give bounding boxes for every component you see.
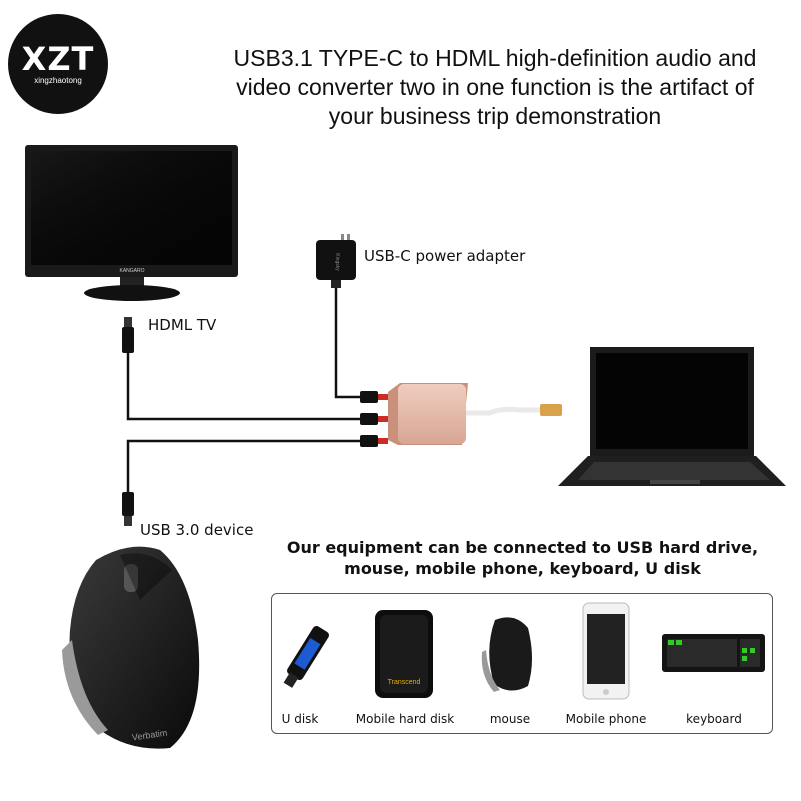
equipment-caption: Our equipment can be connected to USB ha… [270, 537, 775, 579]
logo-subtitle: xingzhaotong [34, 76, 82, 85]
monitor-brand-text: KANGARO [119, 268, 144, 274]
equipment-caption-line-2: mouse, mobile phone, keyboard, U disk [344, 559, 701, 578]
device-panel [271, 593, 773, 734]
small-mouse-icon [481, 617, 532, 692]
hub-usbc-connector [540, 404, 562, 416]
brand-logo: XZT xingzhaotong [8, 14, 108, 114]
hdmi-tv-label: HDML TV [148, 316, 217, 334]
device-label-mouse: mouse [489, 712, 531, 726]
page-title: USB3.1 TYPE-C to HDML high-definition au… [190, 44, 800, 131]
equipment-caption-line-1: Our equipment can be connected to USB ha… [286, 538, 759, 557]
usb3-device-label: USB 3.0 device [140, 521, 254, 539]
monitor-icon [25, 145, 238, 301]
mouse-icon [62, 546, 200, 749]
power-adapter-label: USB-C power adapter [364, 247, 526, 265]
power-adapter-icon: Kingsky [316, 234, 356, 288]
hub-cable [466, 406, 545, 416]
type-c-plugs [360, 391, 388, 447]
headline-line-1: USB3.1 TYPE-C to HDML high-definition au… [233, 45, 757, 71]
hdd-brand-text: Transcend [388, 679, 421, 686]
hdmi-plug-icon [122, 317, 134, 353]
usb-plug-icon [122, 492, 134, 526]
device-label-hard-disk: Mobile hard disk [355, 712, 455, 726]
hard-disk-icon [375, 610, 433, 698]
usb-c-hub-icon [388, 383, 468, 445]
adapter-brand-text: Kingsky [334, 253, 340, 271]
cables [126, 288, 362, 500]
laptop-icon [558, 347, 786, 486]
headline-line-3: your business trip demonstration [328, 103, 662, 129]
device-label-udisk: U disk [281, 712, 319, 726]
mobile-phone-icon [582, 602, 630, 700]
headline-line-2: video converter two in one function is t… [236, 74, 754, 100]
keyboard-icon [662, 634, 765, 672]
device-label-keyboard: keyboard [686, 712, 742, 726]
device-label-phone: Mobile phone [565, 712, 647, 726]
logo-brand-text: XZT [21, 40, 95, 78]
udisk-icon [283, 625, 329, 688]
mouse-brand-text: Verbatim [131, 728, 168, 743]
